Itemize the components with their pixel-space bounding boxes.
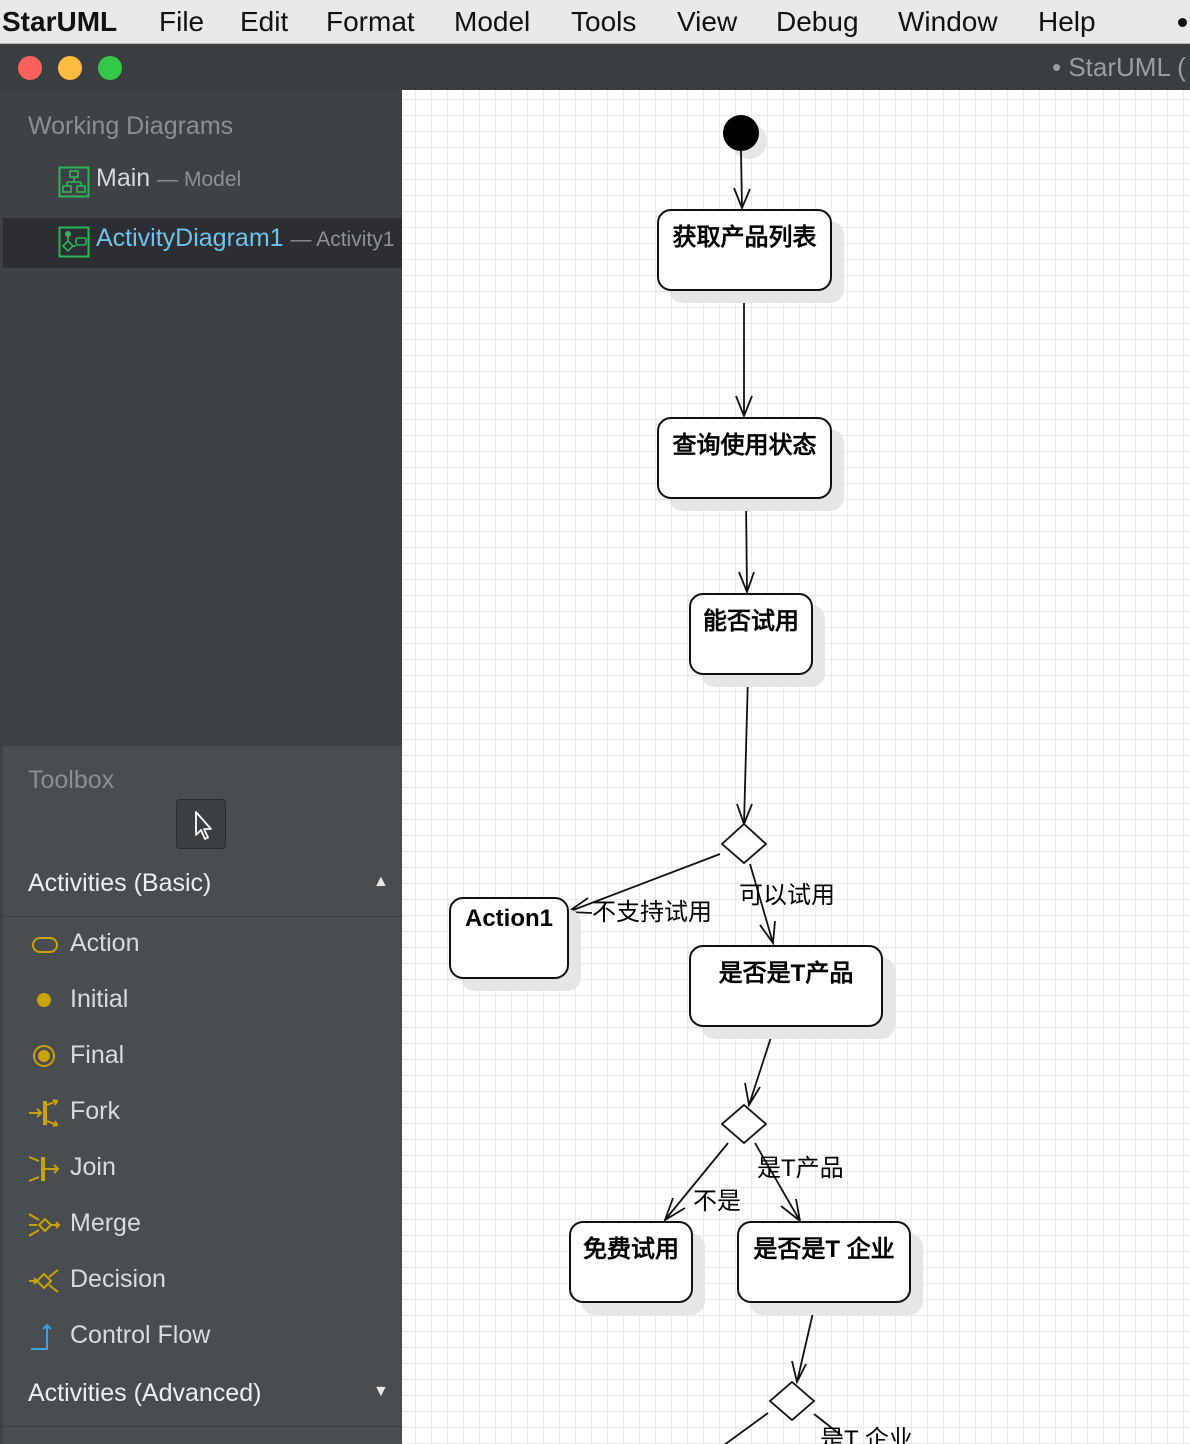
guard-label-not-supported[interactable]: 不支持试用	[592, 899, 712, 926]
tool-final[interactable]: Final	[3, 1030, 402, 1086]
flow-decision3-left	[723, 1412, 769, 1444]
class-diagram-icon	[58, 166, 90, 198]
guard-label-can-use[interactable]: 可以试用	[739, 882, 835, 909]
menu-tools[interactable]: Tools	[571, 6, 637, 37]
initial-node-icon	[37, 993, 51, 1007]
menu-debug[interactable]: Debug	[776, 6, 859, 37]
menu-file[interactable]: File	[159, 6, 205, 37]
window-title-bar: • StarUML (	[0, 44, 1190, 90]
flow-decision2-to-free-trial	[663, 1142, 729, 1223]
menu-edit[interactable]: Edit	[240, 6, 289, 37]
control-flow-icon	[31, 1323, 52, 1350]
sidebar: Working Diagrams Main — Model	[3, 90, 402, 1444]
action-node-free-trial[interactable]: 免费试用	[569, 1221, 693, 1303]
action-node-can-trial[interactable]: 能否试用	[689, 593, 813, 675]
toolbox-group-activities-basic[interactable]: Activities (Basic) ▲	[3, 856, 402, 917]
action-node-get-product-list[interactable]: 获取产品列表	[657, 209, 832, 291]
toolbox-title: Toolbox	[28, 766, 115, 794]
flow-decision3-right	[813, 1413, 843, 1437]
toolbox-group-activities-advanced[interactable]: Activities (Advanced) ▼	[3, 1366, 402, 1427]
collapse-arrow-icon: ▲	[373, 873, 389, 890]
tool-label: Join	[70, 1153, 116, 1181]
tool-label: Initial	[70, 985, 129, 1013]
tool-label: Decision	[70, 1265, 166, 1293]
cursor-arrow-icon	[195, 811, 212, 840]
diagram-canvas[interactable]: 获取产品列表 查询使用状态 能否试用 Action1 是否是T产品 免费试用 是…	[402, 90, 1190, 1444]
tool-action[interactable]: Action	[3, 918, 402, 974]
action-node-label: Action1	[464, 905, 553, 932]
activity-diagram-icon	[58, 226, 90, 258]
action-node-label: 是否是T产品	[718, 960, 854, 987]
diagram-item-owner: — Model	[157, 168, 242, 191]
tool-merge[interactable]: Merge	[3, 1198, 402, 1254]
flow-initial-to-get-list	[733, 150, 751, 211]
guard-label-is-t-enterprise[interactable]: 是T 企业	[820, 1426, 913, 1444]
app-menu[interactable]: StarUML	[2, 6, 118, 37]
initial-node[interactable]	[723, 115, 759, 151]
tool-label: Final	[70, 1041, 125, 1069]
action-node-is-t-enterprise[interactable]: 是否是T 企业	[737, 1221, 911, 1303]
toolbox-group-label: Activities (Advanced)	[28, 1379, 262, 1407]
flow-is-t-product-to-decision2	[744, 1027, 775, 1108]
flow-is-t-enterprise-to-decision3	[791, 1303, 816, 1385]
tool-join[interactable]: Join	[3, 1142, 402, 1198]
zoom-window-button[interactable]	[98, 56, 122, 80]
diagram-item-main[interactable]: Main — Model	[3, 158, 402, 208]
fork-icon	[29, 1099, 59, 1127]
guard-label-is-t-product[interactable]: 是T产品	[757, 1155, 844, 1182]
guard-label-not[interactable]: 不是	[693, 1188, 741, 1215]
diagram-item-name: ActivityDiagram1	[96, 224, 284, 252]
tool-initial[interactable]: Initial	[3, 974, 402, 1030]
activity-diagram	[565, 115, 843, 1444]
tool-control-flow[interactable]: Control Flow	[3, 1310, 402, 1366]
decision-icon	[29, 1269, 59, 1293]
action-node-is-t-product[interactable]: 是否是T产品	[689, 945, 883, 1027]
flow-query-to-can-trial	[738, 498, 755, 595]
menu-view[interactable]: View	[677, 6, 738, 37]
decision-node[interactable]	[720, 822, 768, 865]
tool-label: Fork	[70, 1097, 120, 1125]
flow-can-trial-to-decision1	[736, 675, 753, 827]
working-diagrams-title: Working Diagrams	[28, 112, 234, 140]
expand-arrow-icon: ▼	[373, 1383, 389, 1400]
decision-node[interactable]	[768, 1380, 816, 1422]
menu-format[interactable]: Format	[326, 6, 415, 37]
tool-label: Control Flow	[70, 1321, 211, 1349]
toolbox-panel: Toolbox Activities (Basic) ▲ Action Init…	[3, 746, 402, 1444]
tool-fork[interactable]: Fork	[3, 1086, 402, 1142]
final-node-icon	[33, 1045, 55, 1067]
action-icon	[32, 937, 58, 953]
working-diagrams-panel: Working Diagrams Main — Model	[3, 90, 402, 746]
diagram-item-name: Main	[96, 164, 151, 192]
flow-get-list-to-query	[735, 291, 753, 419]
flow-decision1-to-is-t-product	[749, 863, 776, 946]
action-node-label: 获取产品列表	[672, 224, 817, 251]
action-node-query-usage-status[interactable]: 查询使用状态	[657, 417, 832, 499]
status-dot-icon	[1178, 18, 1187, 27]
action-node-label: 查询使用状态	[672, 432, 817, 459]
menu-window[interactable]: Window	[898, 6, 998, 37]
tool-label: Action	[70, 929, 140, 957]
action-node-label: 能否试用	[703, 608, 799, 635]
tool-decision[interactable]: Decision	[3, 1254, 402, 1310]
diagram-item-activitydiagram1[interactable]: ActivityDiagram1 — Activity1	[3, 218, 402, 268]
close-window-button[interactable]	[18, 56, 42, 80]
decision-node[interactable]	[720, 1103, 768, 1145]
minimize-window-button[interactable]	[58, 56, 82, 80]
menu-bar: StarUML File Edit Format Model Tools Vie…	[0, 0, 1190, 44]
select-tool-button[interactable]	[176, 799, 226, 849]
menu-model[interactable]: Model	[454, 6, 531, 37]
window-title: • StarUML (	[1052, 52, 1186, 82]
tool-label: Merge	[70, 1209, 141, 1237]
merge-icon	[28, 1213, 61, 1237]
action-node-label: 是否是T 企业	[753, 1236, 895, 1263]
toolbox-group-label: Activities (Basic)	[28, 869, 212, 897]
action-node-action1[interactable]: Action1	[449, 897, 569, 979]
action-node-label: 免费试用	[583, 1236, 679, 1263]
menu-help[interactable]: Help	[1038, 6, 1096, 37]
diagram-item-owner: — Activity1	[290, 228, 395, 251]
join-icon	[28, 1156, 60, 1182]
